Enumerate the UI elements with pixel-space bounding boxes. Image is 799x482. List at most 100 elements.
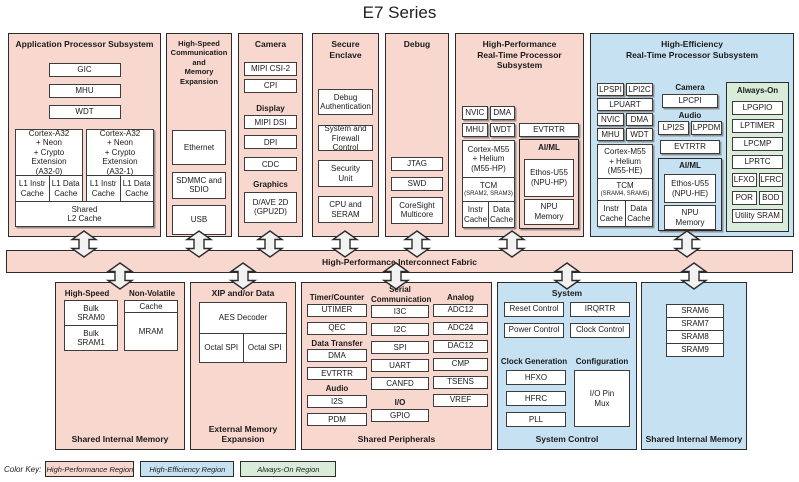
octal-spi-box: Octal SPI bbox=[242, 332, 287, 363]
camera-section-label: Camera bbox=[254, 39, 287, 49]
mipi-dsi-box: MIPI DSI bbox=[244, 115, 297, 130]
bidirectional-arrow-icon bbox=[69, 230, 99, 258]
evtrtr-box: EVTRTR bbox=[660, 140, 720, 155]
system-control: System Reset Control IRQRTR Power Contro… bbox=[497, 282, 637, 450]
uart-box: UART bbox=[371, 359, 429, 373]
block-footer: Shared Peripherals bbox=[357, 433, 436, 444]
tcm-box: TCM (SRAM2, SRAM3) bbox=[462, 177, 515, 202]
l1-data-cache-box: L1 Data Cache bbox=[48, 175, 83, 202]
ethos-u55-he-box: Ethos-U55 (NPU-HE) bbox=[664, 173, 716, 204]
debug-block: Debug JTAG SWD CoreSight Multicore bbox=[385, 33, 449, 237]
bod-box: BOD bbox=[758, 191, 783, 205]
m55-hp-column: NVIC DMA MHU WDT Cortex-M55 + Helium (M5… bbox=[462, 106, 515, 228]
nvic-box: NVIC bbox=[597, 113, 624, 126]
clock-control-box: Clock Control bbox=[570, 322, 630, 338]
mipi-csi2-box: MIPI CSI-2 bbox=[244, 61, 297, 76]
sram8-box: SRAM8 bbox=[666, 330, 724, 344]
bidirectional-arrow-icon bbox=[228, 262, 258, 290]
dac12-box: DAC12 bbox=[433, 339, 488, 353]
wdt-box: WDT bbox=[489, 123, 515, 137]
pll-box: PLL bbox=[506, 412, 566, 427]
clock-generation-section-label: Clock Generation bbox=[500, 357, 568, 366]
bidirectional-arrow-icon bbox=[381, 262, 411, 290]
lfxo-box: LFXO bbox=[732, 173, 757, 187]
mhu-box: MHU bbox=[462, 123, 488, 137]
i2c-box: I2C bbox=[371, 323, 429, 337]
cortex-a32-cluster: Cortex-A32 + Neon + Crypto Extension (A3… bbox=[15, 129, 154, 227]
configuration-section-label: Configuration bbox=[575, 357, 629, 366]
dpi-box: DPI bbox=[244, 135, 297, 150]
m55-he-column: LPSPI LPI2C LPUART NVIC DMA MHU WDT Cort… bbox=[597, 83, 653, 227]
jtag-box: JTAG bbox=[391, 156, 443, 171]
dave-2d-gpu-box: D/AVE 2D (GPU2D) bbox=[244, 191, 297, 223]
utility-sram-box: Utility SRAM bbox=[732, 209, 783, 223]
lptimer-box: LPTIMER bbox=[732, 119, 783, 133]
bidirectional-arrow-icon bbox=[402, 230, 432, 258]
lppdm-box: LPPDM bbox=[691, 121, 722, 136]
color-key-label: Color Key: bbox=[4, 464, 42, 474]
cortex-a32-1-box: Cortex-A32 + Neon + Crypto Extension (A3… bbox=[86, 129, 154, 176]
high-performance-realtime-subsystem: High-Performance Real-Time Processor Sub… bbox=[455, 33, 584, 237]
block-header: Debug bbox=[403, 39, 431, 49]
bidirectional-arrow-icon bbox=[255, 230, 285, 258]
cortex-a32-0-box: Cortex-A32 + Neon + Crypto Extension (A3… bbox=[15, 129, 83, 176]
block-footer: Shared Internal Memory bbox=[71, 433, 169, 444]
l1-data-cache-box: L1 Data Cache bbox=[119, 175, 154, 202]
bulk-sram0-box: Bulk SRAM0 bbox=[64, 300, 118, 326]
block-footer: System Control bbox=[535, 433, 599, 444]
system-firewall-control-box: System and Firewall Control bbox=[318, 124, 373, 152]
io-section-label: I/O bbox=[394, 398, 406, 408]
npu-memory-box: NPU Memory bbox=[524, 198, 574, 225]
always-on-header: Always-On bbox=[736, 86, 779, 95]
shared-peripherals: Timer/Counter UTIMER QEC Data Transfer D… bbox=[301, 282, 492, 450]
canfd-box: CANFD bbox=[371, 377, 429, 391]
hfxo-box: HFXO bbox=[506, 370, 566, 385]
gpio-box: GPIO bbox=[371, 408, 429, 422]
coresight-multicore-box: CoreSight Multicore bbox=[391, 196, 443, 224]
tcm-label: TCM bbox=[616, 181, 634, 191]
wdt-box: WDT bbox=[48, 104, 121, 119]
audio-section-label: Audio bbox=[325, 384, 349, 394]
cpi-box: CPI bbox=[244, 78, 297, 93]
adc24-box: ADC24 bbox=[433, 321, 488, 335]
lpi2s-box: LPI2S bbox=[658, 121, 689, 136]
bidirectional-arrow-icon bbox=[184, 230, 214, 258]
l1-instr-cache-box: L1 Instr Cache bbox=[86, 175, 121, 202]
tcm-sram-label: (SRAM2, SRAM3) bbox=[464, 190, 513, 197]
lpi2c-box: LPI2C bbox=[626, 83, 653, 96]
lpspi-box: LPSPI bbox=[597, 83, 624, 96]
timer-counter-section-label: Timer/Counter bbox=[309, 293, 365, 302]
lpuart-box: LPUART bbox=[597, 98, 653, 111]
shared-l2-cache-box: Shared L2 Cache bbox=[15, 201, 154, 227]
camera-section-label: Camera bbox=[675, 83, 705, 92]
external-memory-expansion: XIP and/or Data AES Decoder Octal SPI Oc… bbox=[190, 282, 296, 450]
bidirectional-arrow-icon bbox=[330, 230, 360, 258]
always-on-region-swatch: Always-On Region bbox=[240, 461, 337, 477]
data-cache-box: Data Cache bbox=[624, 200, 653, 227]
core0-group: Cortex-A32 + Neon + Crypto Extension (A3… bbox=[15, 129, 83, 202]
tcm-box: TCM (SRAM4, SRAM5) bbox=[597, 178, 653, 201]
audio-section-label: Audio bbox=[678, 110, 702, 120]
dma-box: DMA bbox=[307, 349, 367, 363]
i3c-box: I3C bbox=[371, 305, 429, 319]
nvic-box: NVIC bbox=[462, 106, 488, 120]
cortex-m55-hp-box: Cortex-M55 + Helium (M55-HP) bbox=[462, 140, 515, 178]
block-footer: External Memory Expansion bbox=[208, 423, 278, 444]
shared-internal-memory-left: High-Speed Non-Volatile Bulk SRAM0 Bulk … bbox=[55, 282, 185, 450]
mhu-box: MHU bbox=[48, 83, 121, 98]
dma-box: DMA bbox=[489, 106, 515, 120]
hfrc-box: HFRC bbox=[506, 391, 566, 406]
block-header: Application Processor Subsystem bbox=[15, 39, 154, 49]
cortex-m55-he-box: Cortex-M55 + Helium (M55-HE) bbox=[597, 144, 653, 179]
core0-caches: L1 Instr Cache L1 Data Cache bbox=[15, 175, 83, 202]
npu-memory-box: NPU Memory bbox=[664, 205, 716, 231]
bidirectional-arrow-icon bbox=[672, 230, 702, 258]
application-processor-subsystem: Application Processor Subsystem GIC MHU … bbox=[8, 33, 161, 237]
serial-communication-column: Serial Communication I3C I2C SPI UART CA… bbox=[371, 285, 431, 422]
block-header: XIP and/or Data bbox=[211, 288, 275, 298]
aiml-section-label: AI/ML bbox=[538, 143, 560, 152]
analog-section-label: Analog bbox=[446, 293, 475, 302]
always-on-region: Always-On LPGPIO LPTIMER LPCMP LPRTC LFX… bbox=[726, 82, 789, 232]
instr-cache-box: Instr Cache bbox=[597, 200, 626, 227]
page-title: E7 Series bbox=[362, 3, 437, 22]
